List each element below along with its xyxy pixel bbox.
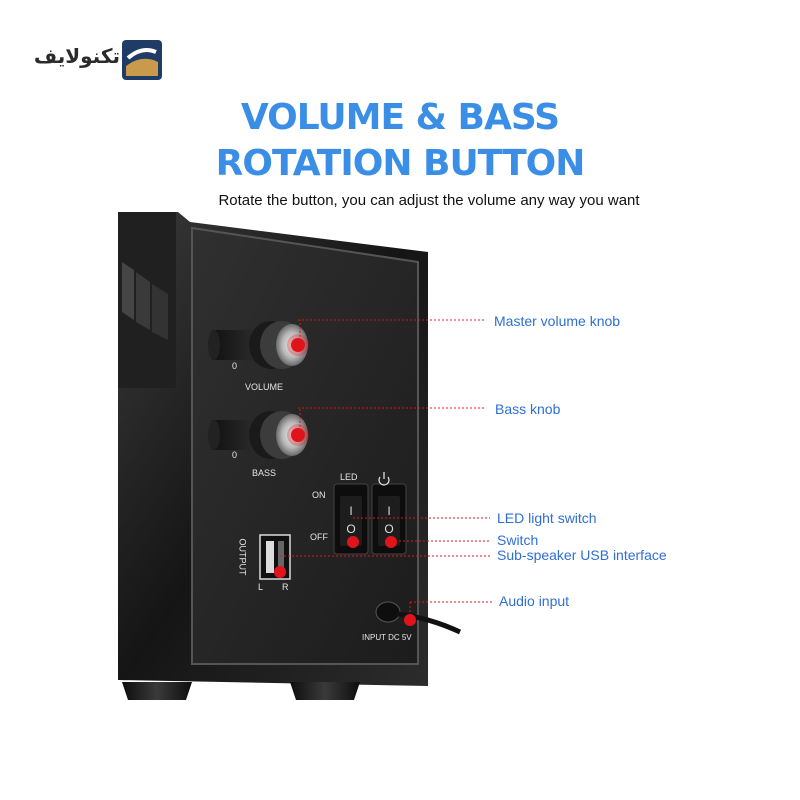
callout-lines	[280, 319, 492, 620]
volume-knob[interactable]	[208, 321, 309, 369]
bass-label: BASS	[252, 468, 277, 478]
callout-switch: Switch	[497, 532, 539, 548]
subtitle: Rotate the button, you can adjust the vo…	[218, 192, 640, 209]
svg-text:I: I	[349, 504, 352, 518]
on-label: ON	[312, 490, 326, 500]
brand-mark-icon	[122, 40, 162, 80]
audio-input-jack[interactable]	[375, 601, 462, 635]
power-switch[interactable]: I O	[371, 483, 407, 555]
svg-text:O: O	[346, 522, 355, 536]
svg-text:I: I	[387, 504, 390, 518]
bass-zero-label: 0	[232, 450, 238, 460]
callout-audio-input: Audio input	[499, 593, 570, 609]
bass-knob[interactable]	[208, 411, 309, 459]
volume-zero-label: 0	[232, 361, 238, 371]
input-dc-label: INPUT DC 5V	[362, 633, 412, 642]
usb-output-port[interactable]	[259, 534, 291, 580]
power-icon	[378, 472, 390, 486]
led-switch[interactable]: I O	[333, 483, 369, 555]
off-label: OFF	[310, 532, 328, 542]
callout-usb: Sub-speaker USB interface	[497, 547, 667, 563]
callout-master-volume: Master volume knob	[494, 313, 621, 329]
svg-text:O: O	[384, 522, 393, 536]
heading-line-2: ROTATION BUTTON	[215, 143, 586, 184]
left-channel-label: L	[258, 582, 264, 592]
volume-label: VOLUME	[245, 382, 284, 392]
speaker-feet	[122, 682, 360, 700]
brand-name: تکنولایف	[33, 44, 120, 68]
right-channel-label: R	[282, 582, 289, 592]
callout-bass-knob: Bass knob	[495, 401, 561, 417]
brand-logo[interactable]: تکنولایف	[30, 38, 165, 80]
led-label: LED	[340, 472, 358, 482]
output-label: OUTPUT	[237, 538, 248, 576]
heading-line-1: VOLUME & BASS	[240, 97, 560, 138]
callout-led-switch: LED light switch	[497, 510, 597, 526]
